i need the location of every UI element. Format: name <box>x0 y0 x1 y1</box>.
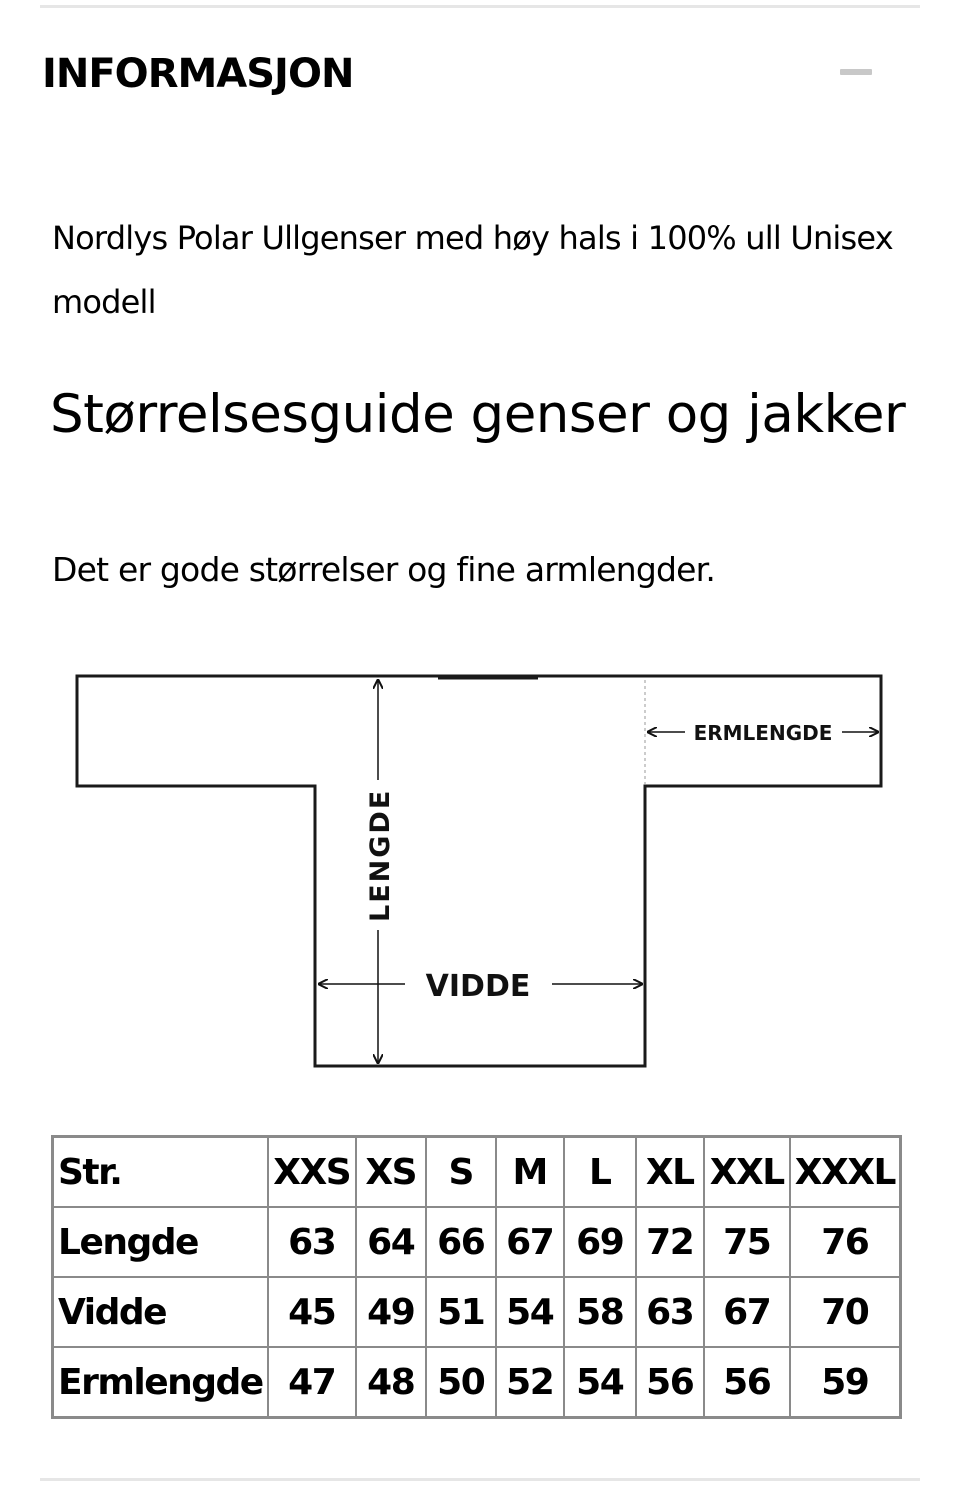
row-label: Vidde <box>51 1276 269 1348</box>
table-cell: 75 <box>702 1206 791 1278</box>
table-cell: 67 <box>702 1276 791 1348</box>
table-header-cell: Str. <box>51 1135 269 1208</box>
table-row: Lengde 63 64 66 67 69 72 75 76 <box>51 1206 902 1278</box>
size-guide-subtitle: Det er gode størrelser og fine armlengde… <box>52 550 716 589</box>
table-cell: 56 <box>702 1346 791 1419</box>
table-cell: 58 <box>562 1276 637 1348</box>
table-header-cell: XXXL <box>788 1135 902 1208</box>
table-cell: 64 <box>354 1206 427 1278</box>
table-row: Ermlengde 47 48 50 52 54 56 56 59 <box>51 1346 902 1419</box>
table-header-cell: XL <box>634 1135 705 1208</box>
table-cell: 63 <box>266 1206 357 1278</box>
table-cell: 67 <box>494 1206 565 1278</box>
top-divider <box>40 5 920 8</box>
table-header-cell: L <box>562 1135 637 1208</box>
table-cell: 63 <box>634 1276 705 1348</box>
row-label: Lengde <box>51 1206 269 1278</box>
table-header-row: Str. XXS XS S M L XL XXL XXXL <box>51 1135 902 1208</box>
table-cell: 59 <box>788 1346 902 1419</box>
size-guide-title: Størrelsesguide genser og jakker <box>50 384 906 445</box>
table-header-cell: S <box>424 1135 497 1208</box>
table-header-cell: XXL <box>702 1135 791 1208</box>
table-cell: 69 <box>562 1206 637 1278</box>
sweater-measurement-diagram: LENGDE VIDDE ERMLENGDE <box>75 674 883 1068</box>
table-row: Vidde 45 49 51 54 58 63 67 70 <box>51 1276 902 1348</box>
table-cell: 50 <box>424 1346 497 1419</box>
table-header-cell: XS <box>354 1135 427 1208</box>
section-title[interactable]: INFORMASJON <box>42 51 354 97</box>
table-header-cell: M <box>494 1135 565 1208</box>
table-cell: 76 <box>788 1206 902 1278</box>
width-label: VIDDE <box>426 969 531 1004</box>
sweater-outline <box>75 674 883 1068</box>
table-header-cell: XXS <box>266 1135 357 1208</box>
table-cell: 56 <box>634 1346 705 1419</box>
product-description: Nordlys Polar Ullgenser med høy hals i 1… <box>52 219 894 321</box>
row-label: Ermlengde <box>51 1346 269 1419</box>
table-cell: 45 <box>266 1276 357 1348</box>
table-cell: 72 <box>634 1206 705 1278</box>
table-cell: 49 <box>354 1276 427 1348</box>
table-cell: 51 <box>424 1276 497 1348</box>
table-cell: 48 <box>354 1346 427 1419</box>
length-label: LENGDE <box>365 789 396 922</box>
minus-icon <box>840 69 872 75</box>
table-cell: 54 <box>562 1346 637 1419</box>
size-table: Str. XXS XS S M L XL XXL XXXL Lengde 63 … <box>51 1135 902 1419</box>
table-cell: 70 <box>788 1276 902 1348</box>
table-cell: 54 <box>494 1276 565 1348</box>
table-cell: 47 <box>266 1346 357 1419</box>
sleeve-length-label: ERMLENGDE <box>694 721 833 745</box>
collapse-button[interactable] <box>838 60 874 84</box>
table-cell: 66 <box>424 1206 497 1278</box>
bottom-divider <box>40 1478 920 1481</box>
table-cell: 52 <box>494 1346 565 1419</box>
